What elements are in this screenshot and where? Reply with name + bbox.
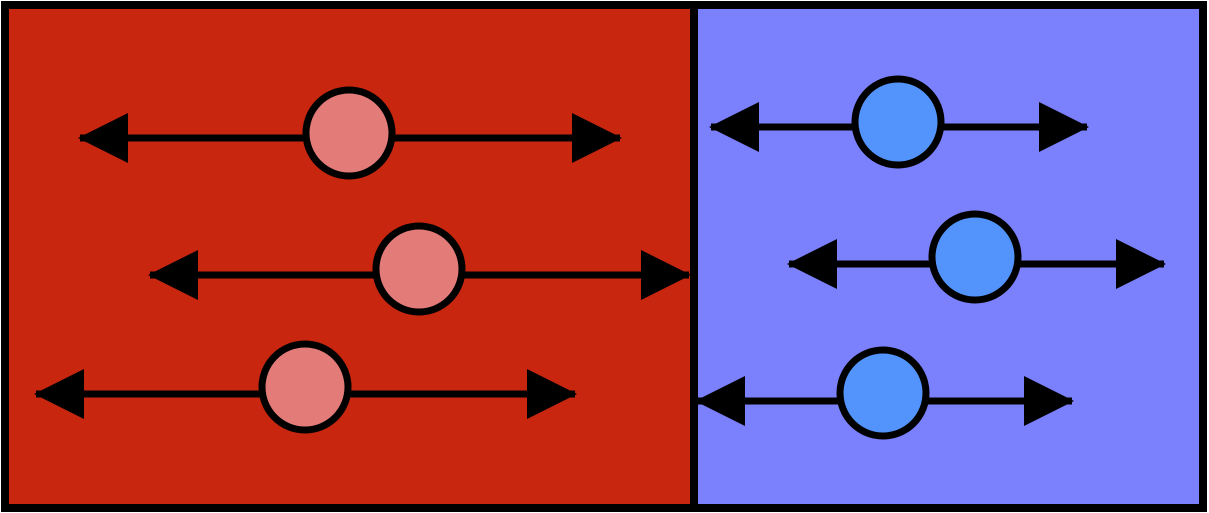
particle-circle xyxy=(836,346,930,440)
left-region xyxy=(1,1,698,512)
particle-circle xyxy=(928,210,1022,304)
particle-circle xyxy=(302,86,396,180)
left-particle-1 xyxy=(78,86,622,180)
particle-circle xyxy=(372,222,466,316)
particle-circle xyxy=(258,340,352,434)
left-particle-3 xyxy=(34,340,577,434)
left-particle-2 xyxy=(148,222,691,316)
right-particle-1 xyxy=(709,75,1089,169)
right-particle-2 xyxy=(787,210,1166,304)
right-particle-3 xyxy=(695,346,1074,440)
particle-circle xyxy=(851,75,945,169)
